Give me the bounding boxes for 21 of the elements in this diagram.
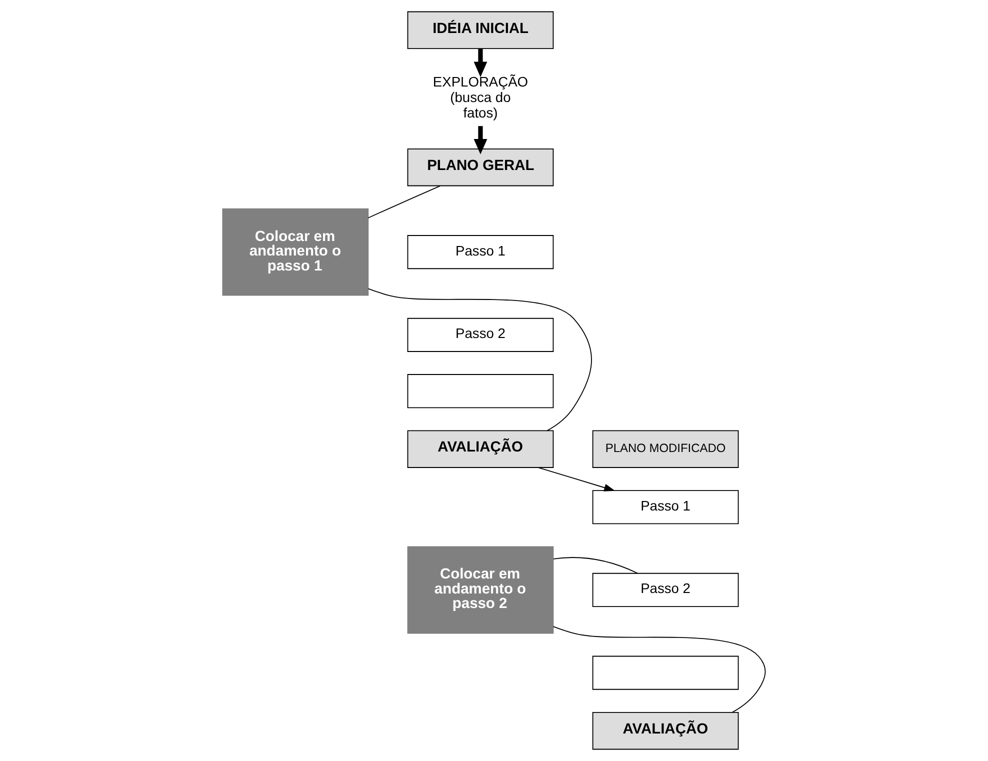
node-box: Passo 1	[592, 490, 739, 524]
node-box: PLANO GERAL	[407, 148, 554, 186]
node-box: IDÉIA INICIAL	[407, 11, 554, 50]
node-box: AVALIAÇÃO	[407, 430, 554, 468]
connector	[368, 185, 441, 218]
node-box: Passo 1	[407, 235, 554, 270]
node-box: Colocar em andamento o passo 1	[222, 208, 369, 296]
node-box: PLANO MODIFICADO	[592, 430, 739, 468]
arrow	[474, 126, 488, 154]
arrow	[474, 48, 488, 78]
node-box	[407, 374, 554, 408]
connector	[552, 626, 766, 713]
node-box	[592, 656, 739, 690]
connector	[368, 288, 592, 432]
node-box: Passo 2	[592, 572, 739, 607]
arrow	[538, 467, 616, 492]
connector	[553, 557, 638, 574]
node-box: Passo 2	[407, 318, 554, 352]
node-box: AVALIAÇÃO	[592, 712, 739, 750]
node-box: Colocar em andamento o passo 2	[407, 546, 554, 634]
node-text: EXPLORAÇÃO (busca do fatos)	[432, 73, 528, 121]
